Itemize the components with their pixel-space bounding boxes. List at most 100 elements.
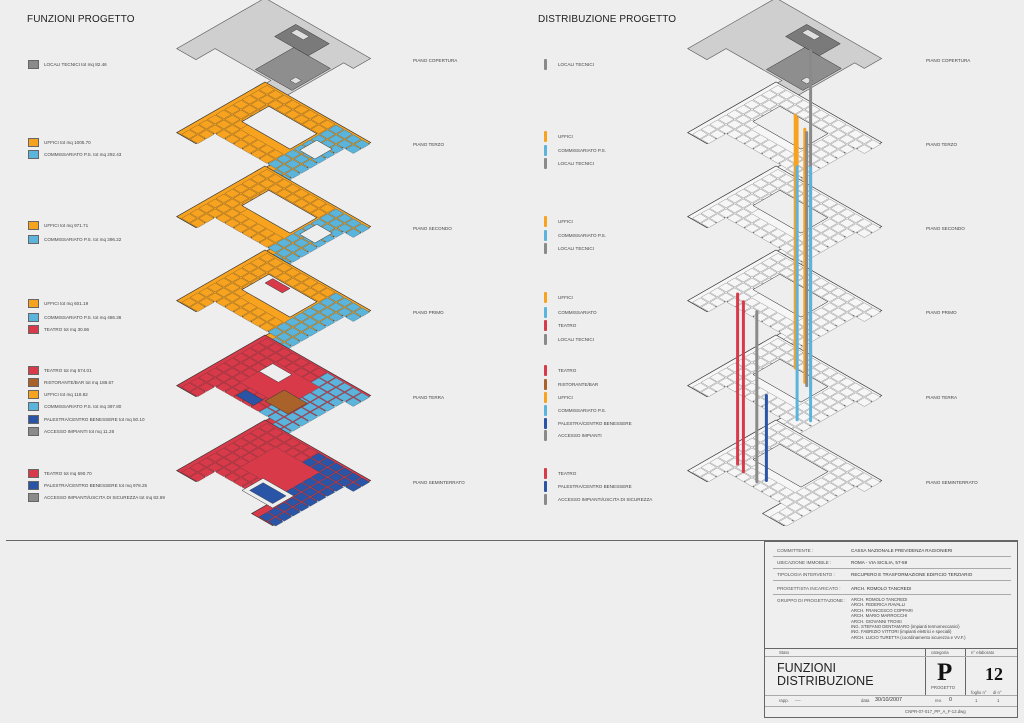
distribution-label: LOCALI TECNICI: [558, 62, 594, 67]
room-cell: [284, 109, 301, 119]
room-cell: [856, 218, 873, 228]
room-cell: [215, 467, 232, 477]
room-cell: [718, 452, 735, 462]
distribution-item: LOCALI TECNICI: [541, 59, 594, 70]
room-cell: [795, 412, 812, 422]
room-cell: [276, 164, 293, 174]
room-cell: [847, 382, 864, 392]
room-cell: [224, 282, 241, 292]
room-cell: [310, 472, 327, 482]
room-cell: [778, 149, 795, 159]
room-cell: [744, 184, 760, 194]
room-cell: [804, 482, 821, 492]
room-cell: [328, 292, 344, 302]
room-cell: [821, 292, 838, 302]
legend-label: COMMISSARIATO P.S. tot mq 397.80: [44, 404, 122, 409]
room-cell: [744, 267, 760, 278]
foglio-key: foglio n°: [971, 690, 987, 695]
room-cell: [752, 134, 769, 144]
legend-label: UFFICI tot mq 971.71: [44, 223, 89, 228]
room-cell: [224, 124, 241, 134]
room-cell: [839, 397, 855, 407]
room-cell: [293, 272, 310, 283]
room-cell: [302, 287, 319, 297]
room-cell: [215, 287, 232, 297]
room-cell: [709, 372, 726, 382]
room-cell: [847, 297, 864, 307]
room-cell: [302, 307, 319, 317]
legend-item: TEATRO tot mq 590.70: [28, 469, 92, 478]
room-cell: [241, 218, 258, 228]
room-cell: [284, 277, 301, 288]
legend-item: RISTORANTE/BAR tot mq 188.67: [28, 378, 114, 387]
room-cell: [284, 100, 301, 110]
room-cell: [847, 477, 864, 487]
room-cell: [692, 467, 709, 477]
room-cell: [821, 387, 838, 397]
room-cell: [856, 397, 873, 407]
restaurant-zone: [264, 389, 308, 415]
room-cell: [813, 193, 830, 203]
room-cell: [856, 472, 873, 482]
distribution-label: ACCESSO IMPIANTI: [558, 433, 602, 438]
room-cell: [787, 492, 804, 502]
room-cell: [336, 382, 353, 392]
room-cell: [233, 297, 249, 307]
room-cell: [345, 228, 362, 238]
room-cell: [761, 174, 778, 184]
room-cell: [735, 198, 752, 208]
room-cell: [267, 343, 284, 353]
riser-icon: [544, 59, 547, 70]
room-cell: [328, 312, 344, 322]
room-cell: [735, 472, 752, 482]
room-cell: [293, 114, 310, 124]
room-cell: [310, 492, 327, 502]
room-cell: [250, 362, 267, 373]
room-cell: [224, 367, 241, 377]
room-cell: [189, 134, 206, 144]
riser-icon: [544, 243, 547, 254]
room-cell: [267, 327, 284, 337]
room-cell: [735, 188, 752, 199]
room-cell: [224, 114, 241, 124]
room-cell: [778, 258, 795, 268]
room-cell: [336, 297, 353, 307]
room-cell: [293, 164, 310, 174]
room-cell: [233, 213, 249, 223]
room-cell: [302, 447, 319, 458]
room-cell: [241, 367, 258, 377]
team-member: ARCH. LUCIO TURETTA (coordinamento sicur…: [851, 634, 966, 640]
room-cell: [302, 392, 319, 402]
riser-icon: [544, 481, 547, 492]
room-cell: [718, 208, 735, 218]
distribution-item: LOCALI TECNICI: [541, 243, 594, 254]
room-cell: [726, 213, 743, 223]
legend-label: RISTORANTE/BAR tot mq 188.67: [44, 380, 114, 385]
floor-label-functions: PIANO SECONDO: [413, 226, 452, 231]
room-cell: [856, 144, 873, 154]
room-cell: [267, 159, 284, 169]
room-cell: [744, 223, 760, 233]
distribution-label: RISTORANTE/BAR: [558, 382, 599, 387]
tipologia-key: TIPOLOGIA INTERVENTO :: [777, 572, 835, 577]
legend-item: ACCESSO IMPIANTI tot mq 11.26: [28, 427, 114, 436]
room-cell: [761, 90, 778, 100]
room-cell: [198, 129, 215, 139]
distribution-label: LOCALI TECNICI: [558, 337, 594, 342]
room-cell: [813, 327, 830, 337]
room-cell: [267, 184, 284, 194]
roof-volume: [254, 47, 331, 91]
distribution-label: COMMISSARIATO P.S.: [558, 233, 606, 238]
room-cell: [769, 492, 786, 502]
room-cell: [198, 119, 215, 129]
room-cell: [821, 124, 838, 134]
room-cell: [284, 253, 301, 263]
room-cell: [189, 462, 206, 472]
legend-label: COMMISSARIATO P.S. tot mq 396.22: [44, 237, 122, 242]
room-cell: [821, 397, 838, 407]
room-cell: [302, 203, 319, 213]
room-cell: [718, 114, 735, 124]
room-cell: [821, 198, 838, 208]
room-cell: [804, 104, 821, 115]
legend-swatch: [28, 378, 39, 387]
